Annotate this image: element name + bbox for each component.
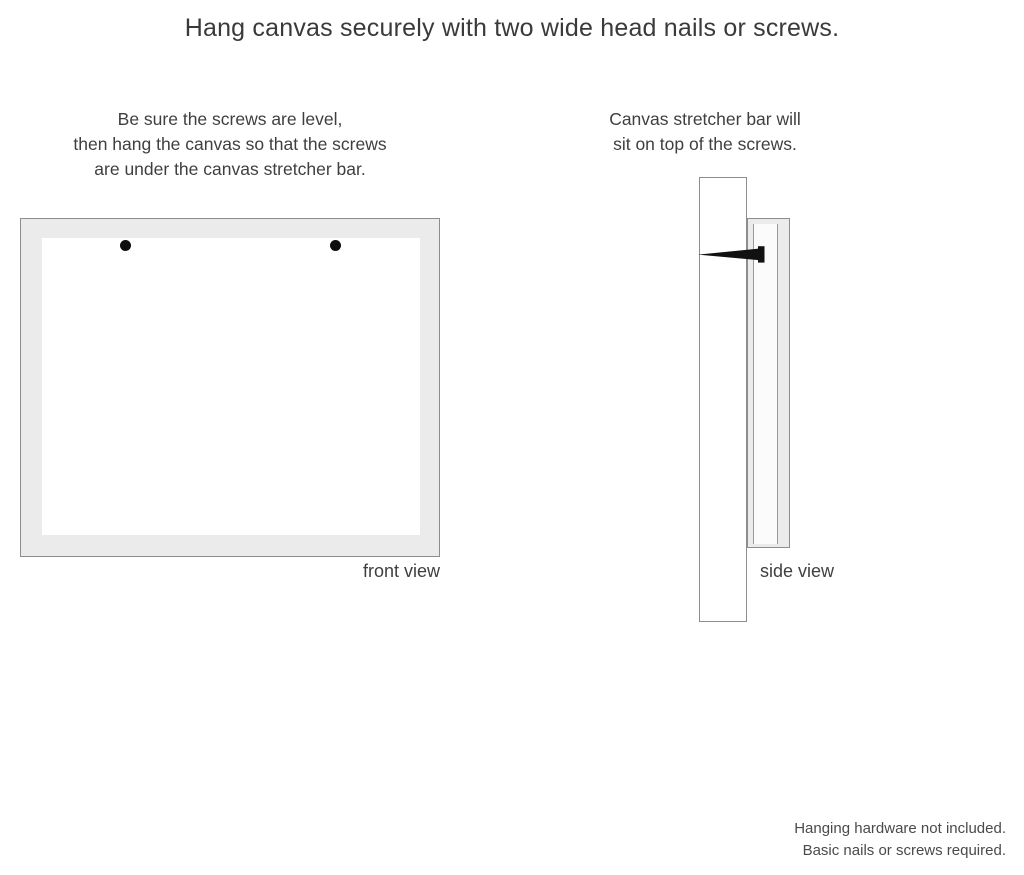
front-caption-line-3: are under the canvas stretcher bar. — [94, 159, 366, 179]
front-caption-line-1: Be sure the screws are level, — [117, 109, 343, 129]
page-title: Hang canvas securely with two wide head … — [184, 14, 840, 42]
front-view-canvas-face — [42, 238, 420, 535]
side-caption-line-2: sit on top of the screws. — [613, 134, 797, 154]
side-view-label: side view — [760, 561, 835, 581]
side-view-stretcher-bar-inner — [753, 224, 778, 544]
front-view-right-screw-icon — [330, 240, 341, 251]
front-view-canvas-frame — [20, 218, 440, 557]
side-view-caption: Canvas stretcher bar will sit on top of … — [560, 107, 850, 157]
side-caption-line-1: Canvas stretcher bar will — [609, 109, 801, 129]
side-view-illustration — [690, 170, 880, 640]
front-view-label: front view — [362, 561, 440, 581]
front-caption-line-2: then hang the canvas so that the screws — [73, 134, 387, 154]
front-view-left-screw-icon — [120, 240, 131, 251]
side-view-screw-icon — [698, 246, 765, 263]
front-view-caption: Be sure the screws are level, then hang … — [20, 107, 440, 182]
footer-line-1: Hanging hardware not included. — [794, 820, 1006, 837]
footer-line-2: Basic nails or screws required. — [802, 842, 1006, 859]
footer-note: Hanging hardware not included. Basic nai… — [586, 818, 1006, 862]
side-view-stretcher-bar — [747, 218, 790, 548]
